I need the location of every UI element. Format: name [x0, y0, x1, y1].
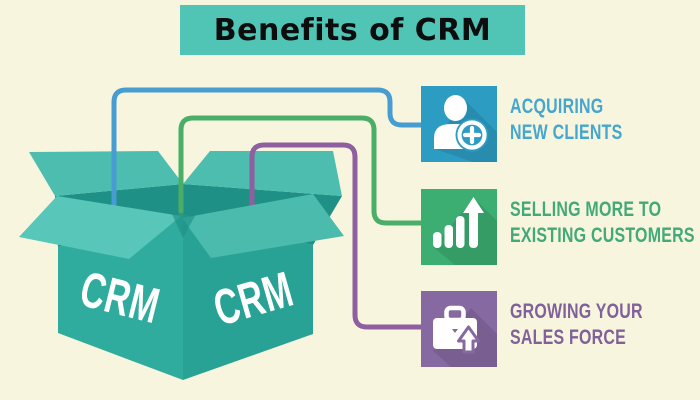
bar-chart-growth-icon: [421, 189, 497, 265]
arrow-head: [463, 197, 484, 213]
bar-2: [444, 225, 453, 248]
connector-selling-more: [178, 115, 421, 226]
box-front-left-flap: [19, 196, 181, 259]
briefcase-up-arrow: [457, 325, 480, 354]
box-back-right-flap: [183, 151, 342, 196]
page-title: Benefits of CRM: [213, 12, 492, 48]
benefit-label-line-1: ACQUIRING: [510, 95, 604, 118]
connector-growing-sales-force: [249, 142, 421, 330]
benefit-label-line-2: EXISTING CUSTOMERS: [510, 224, 695, 247]
arrow-shaft: [469, 209, 478, 248]
box-left-face: [58, 215, 183, 380]
box-center-fold-shadow: [171, 212, 196, 238]
title-banner: Benefits of CRM: [180, 5, 525, 55]
benefit-label: GROWING YOUR SALES FORCE: [510, 299, 685, 351]
plus-badge-cross: [462, 125, 482, 145]
benefit-label-line-2: SALES FORCE: [510, 326, 627, 349]
benefit-selling-more: SELLING MORE TO EXISTING CUSTOMERS: [421, 189, 700, 265]
person-add-icon: [421, 86, 497, 162]
icon-shadow: [433, 198, 497, 265]
bar-1: [433, 232, 442, 248]
box-back-left-flap: [29, 151, 183, 196]
benefit-label-line-1: SELLING MORE TO: [510, 198, 662, 221]
person-head: [444, 95, 467, 121]
bar-3: [456, 216, 465, 248]
benefit-label: SELLING MORE TO EXISTING CUSTOMERS: [510, 197, 700, 249]
benefit-label: ACQUIRING NEW CLIENTS: [510, 94, 658, 146]
briefcase-latch: [452, 329, 458, 333]
benefit-acquiring-new-clients: ACQUIRING NEW CLIENTS: [421, 86, 700, 162]
benefit-label-line-1: GROWING YOUR: [510, 300, 643, 323]
briefcase-up-arrow-icon: [421, 291, 497, 367]
benefit-growing-sales-force: GROWING YOUR SALES FORCE: [421, 291, 700, 367]
box-front-right-flap: [182, 194, 344, 258]
benefit-label-line-2: NEW CLIENTS: [510, 121, 623, 144]
connector-acquiring-new-clients: [111, 87, 421, 210]
